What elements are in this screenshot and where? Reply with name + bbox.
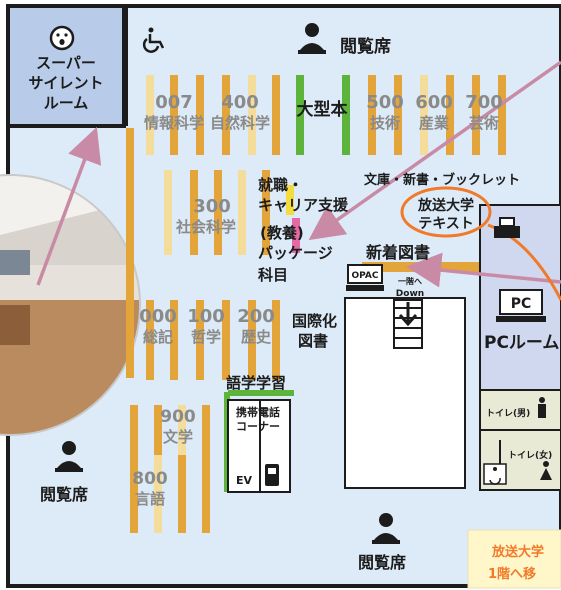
shelf-500-number: 500: [366, 92, 404, 113]
stairs-label-2: Down: [396, 289, 424, 299]
shelves-900-800: [130, 405, 210, 533]
univ-text-highlight: [400, 186, 492, 238]
intl-label-2: 図書: [298, 332, 328, 350]
shelf-600-number: 600: [415, 92, 453, 113]
shelf-000-label: 総記: [143, 328, 173, 346]
notice-line-1: 放送大学: [491, 544, 544, 560]
reading-seat-label-bottom: 閲覧席: [358, 553, 406, 572]
shelf-900-label: 文学: [163, 428, 193, 446]
reader-desk-icon: [298, 23, 326, 54]
shelf-500-label: 技術: [370, 114, 400, 132]
shelf-600-label: 産業: [419, 114, 450, 132]
shelf-400-label: 自然科学: [210, 114, 270, 132]
shelves-000-200: [146, 300, 280, 380]
pointer-arrow-univ-text: [308, 60, 561, 241]
notice-box: [467, 529, 561, 589]
new-books-label: 新着図書: [366, 243, 430, 262]
univ-text-label-1: 放送大学: [417, 197, 474, 214]
female-person-icon: [540, 461, 552, 480]
wheelchair-icon: [142, 27, 165, 53]
printer-icon: [494, 217, 520, 238]
shelf-900-number: 900: [160, 407, 196, 427]
reader-desk-icon: [372, 513, 400, 544]
silent-room-label-1: スーパー: [36, 54, 96, 72]
reading-seat-label-left: 閲覧席: [40, 485, 88, 504]
shelf-100-label: 哲学: [191, 328, 221, 346]
shelf-400-number: 400: [221, 92, 259, 113]
shelf-800-label: 言語: [135, 490, 165, 508]
shelf-300-number: 300: [193, 196, 231, 217]
computer-icon[interactable]: [496, 289, 546, 322]
career-label-1: 就職・: [258, 176, 303, 194]
stairs-label-1: 一階へ: [398, 276, 422, 286]
pc-icon-text: PC: [511, 296, 532, 312]
opac-label: OPAC: [352, 271, 379, 281]
silent-room-label-3: ルーム: [44, 94, 89, 112]
shelves-300: [164, 170, 300, 255]
large-books-label: 大型本: [297, 99, 348, 120]
shelf-800-number: 800: [132, 469, 168, 489]
univ-text-label-2: テキスト: [418, 216, 474, 232]
reader-desk-icon: [55, 441, 83, 472]
language-study-label: 語学学習: [226, 374, 286, 392]
shelf-200-number: 200: [237, 306, 275, 327]
silent-room-label-2: サイレント: [28, 74, 103, 92]
pointer-arrow-new-books: [406, 252, 561, 288]
shelf-700-label: 芸術: [469, 114, 499, 132]
package-label-1: (教養): [260, 224, 304, 242]
shelves-top: [126, 75, 506, 378]
toilet-male-label: トイレ(男): [486, 408, 530, 419]
notice-line-2: 1階へ移: [488, 566, 536, 582]
intl-label-1: 国際化: [292, 312, 337, 330]
stairs-icon[interactable]: [393, 299, 423, 349]
reading-seat-label: 閲覧席: [340, 36, 391, 57]
silent-room[interactable]: [6, 4, 126, 128]
career-label-2: キャリア支援: [258, 196, 349, 214]
shelf-200-label: 歴史: [241, 328, 272, 346]
package-label-2: パッケージ: [258, 244, 333, 262]
mobile-phone-icon: [265, 464, 279, 486]
accessible-toilet-icon: [483, 463, 507, 485]
shelf-007-number: 007: [155, 92, 193, 113]
toilet-female-label: トイレ(女): [508, 449, 552, 461]
opac-terminal-icon[interactable]: [346, 264, 384, 291]
shelf-000-number: 000: [139, 306, 177, 327]
shelf-700-number: 700: [465, 92, 503, 113]
shelf-300-label: 社会科学: [175, 218, 236, 236]
bunko-label: 文庫・新書・ブックレット: [364, 172, 520, 188]
speaker-face-icon: [49, 25, 75, 51]
male-person-icon: [538, 397, 546, 418]
shelf-100-number: 100: [187, 306, 225, 327]
phone-label-2: コーナー: [236, 420, 280, 433]
pointer-arrow-silent: [36, 126, 102, 286]
package-label-3: 科目: [258, 266, 288, 284]
ev-label: EV: [236, 474, 253, 487]
pc-room-label: PCルーム: [484, 333, 559, 353]
phone-label-1: 携帯電話: [236, 405, 280, 419]
shelf-007-label: 情報科学: [144, 114, 204, 132]
